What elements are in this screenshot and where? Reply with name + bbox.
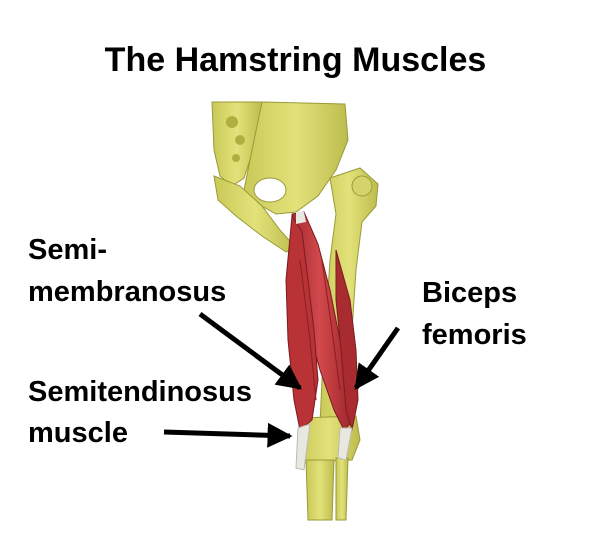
semitendinosus-arrow [163,422,293,448]
semimembranosus-label-line1: Semi- [28,234,107,266]
biceps-femoris-arrow [353,326,401,391]
semitendinosus-label-line1: Semitendinosus [28,376,252,408]
page-title: The Hamstring Muscles [104,41,487,79]
semimembranosus-label-line2: membranosus [28,276,227,308]
semimembranosus-arrow [198,311,303,391]
pelvis-bone [211,101,349,253]
biceps-femoris-label-line2: femoris [422,319,527,351]
semitendinosus-label-line2: muscle [28,417,128,449]
biceps-femoris-label-line1: Biceps [422,277,518,309]
